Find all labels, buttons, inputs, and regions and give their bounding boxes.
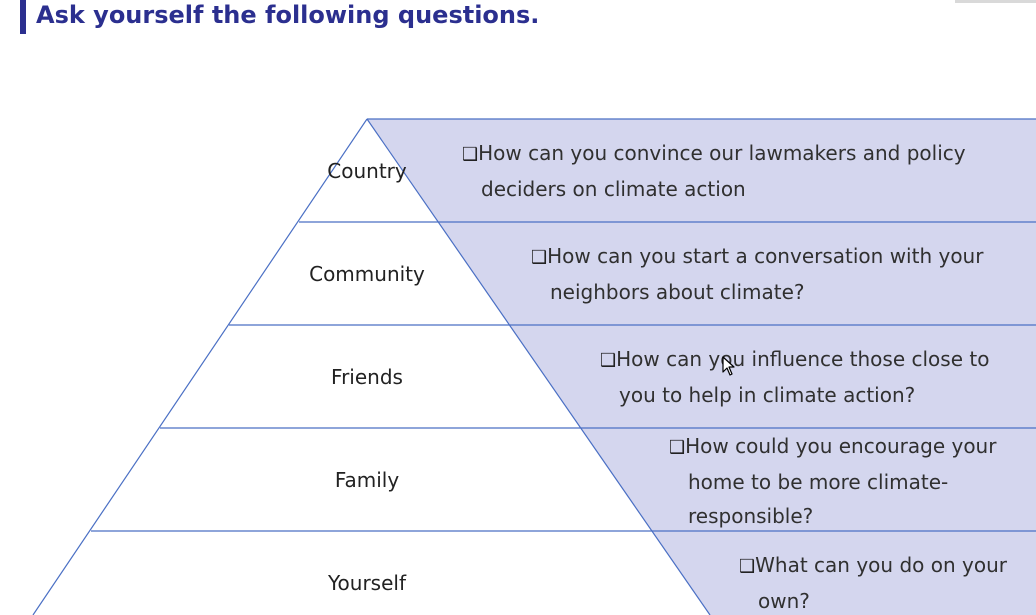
question-text-line1: How can you convince our lawmakers and p… bbox=[478, 141, 966, 165]
window-edge-shadow bbox=[955, 0, 1036, 3]
checkbox-icon: ❑ bbox=[462, 144, 479, 165]
tier-label-community: Community bbox=[309, 262, 425, 286]
question-country: ❑How can you convince our lawmakers and … bbox=[462, 136, 966, 206]
pyramid-left-edge bbox=[32, 118, 368, 615]
question-text-line2: home to be more climate- bbox=[688, 470, 949, 494]
question-community: ❑How can you start a conversation with y… bbox=[531, 239, 983, 309]
question-text-line3: responsible? bbox=[688, 504, 814, 528]
question-family: ❑How could you encourage your home to be… bbox=[669, 429, 996, 533]
question-text-line1: How can you influence those close to bbox=[616, 347, 990, 371]
title-accent-bar bbox=[20, 0, 26, 34]
tier-label-family: Family bbox=[334, 468, 400, 492]
question-text-line1: What can you do on your bbox=[755, 553, 1007, 577]
question-band bbox=[367, 119, 1036, 615]
checkbox-icon: ❑ bbox=[600, 350, 617, 371]
question-text-line2: deciders on climate action bbox=[481, 177, 746, 201]
tier-label-yourself: Yourself bbox=[327, 571, 407, 595]
tier-label-friends: Friends bbox=[331, 365, 403, 389]
question-text-line1: How could you encourage your bbox=[685, 434, 997, 458]
question-text-line2: neighbors about climate? bbox=[550, 280, 805, 304]
checkbox-icon: ❑ bbox=[739, 556, 756, 577]
question-text-line1: How can you start a conversation with yo… bbox=[547, 244, 984, 268]
slide-title: Ask yourself the following questions. bbox=[36, 1, 540, 29]
question-text-line2: you to help in climate action? bbox=[619, 383, 916, 407]
pyramid-right-edge bbox=[366, 118, 711, 615]
question-yourself: ❑What can you do on your own? bbox=[739, 548, 1007, 615]
checkbox-icon: ❑ bbox=[531, 247, 548, 268]
question-text-line2: own? bbox=[758, 589, 810, 613]
mouse-pointer-icon bbox=[722, 356, 735, 376]
tier-label-country: Country bbox=[327, 159, 407, 183]
question-friends: ❑How can you influence those close to yo… bbox=[600, 342, 989, 412]
checkbox-icon: ❑ bbox=[669, 437, 686, 458]
